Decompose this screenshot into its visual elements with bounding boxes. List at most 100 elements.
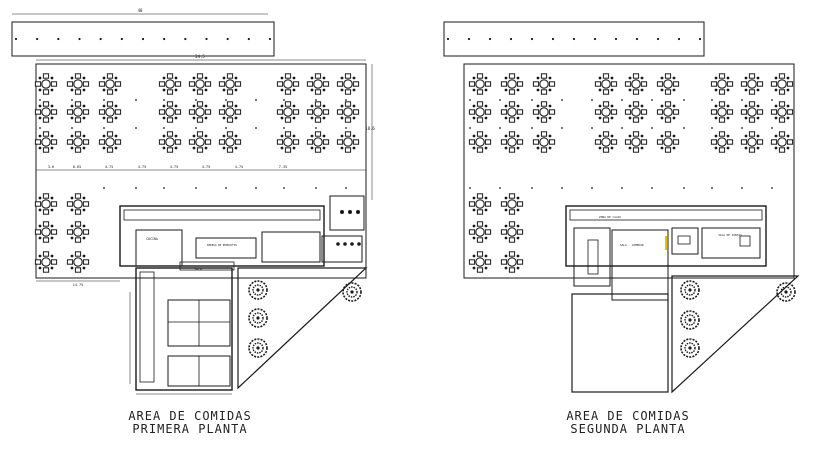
table-set	[158, 131, 182, 153]
fixture	[340, 210, 344, 214]
table-set	[34, 251, 58, 273]
dimension-label: 40	[138, 8, 143, 13]
table-set	[66, 131, 90, 153]
tree-symbol	[680, 338, 700, 358]
roof-strip	[11, 21, 275, 57]
table-set	[98, 101, 122, 123]
column-mark	[572, 37, 576, 41]
tree-symbol	[248, 280, 268, 300]
column-mark	[315, 187, 317, 189]
column-mark	[651, 127, 653, 129]
column-mark	[225, 127, 227, 129]
table-set	[656, 101, 680, 123]
column-mark	[771, 187, 773, 189]
table-set	[770, 101, 794, 123]
table-set	[158, 73, 182, 95]
table-set	[624, 131, 648, 153]
tree-symbol	[776, 282, 796, 302]
table-set	[500, 221, 524, 243]
column-mark	[345, 127, 347, 129]
table-set	[66, 73, 90, 95]
column-mark	[283, 99, 285, 101]
table-set	[500, 73, 524, 95]
room-label-cocina: COCINA	[146, 237, 158, 241]
column-mark	[741, 99, 743, 101]
column-mark	[531, 187, 533, 189]
room-label-juntas: SALA DE JUNTAS	[718, 233, 742, 237]
table-set	[468, 193, 492, 215]
table-set	[594, 73, 618, 95]
lower-area	[571, 293, 669, 393]
column-mark	[771, 127, 773, 129]
dimension-label: 4.75	[170, 165, 178, 169]
dimension-label: 8.65	[73, 165, 81, 169]
lower-wing	[135, 267, 233, 391]
column-mark	[656, 37, 660, 41]
fixture	[336, 242, 340, 246]
dimension-label: 3.6	[48, 165, 54, 169]
caption-title: AREA DE COMIDAS	[566, 409, 690, 423]
column-mark	[268, 37, 272, 41]
column-mark	[591, 99, 593, 101]
table-set	[740, 101, 764, 123]
tree-symbol	[248, 308, 268, 328]
column-mark	[591, 187, 593, 189]
column-mark	[741, 187, 743, 189]
column-mark	[651, 99, 653, 101]
tree-symbol	[680, 280, 700, 300]
table-set	[276, 131, 300, 153]
table-set	[500, 193, 524, 215]
column-mark	[677, 37, 681, 41]
corridor	[139, 271, 155, 383]
column-mark	[195, 187, 197, 189]
column-mark	[591, 127, 593, 129]
table-set	[594, 131, 618, 153]
column-mark	[195, 99, 197, 101]
column-mark	[499, 187, 501, 189]
column-mark	[499, 99, 501, 101]
room-label-bodega: BODEGA DE PRODUCTOS	[207, 243, 237, 247]
table-set	[468, 101, 492, 123]
table-set	[218, 73, 242, 95]
counter	[569, 209, 763, 221]
table-set	[158, 101, 182, 123]
table-set	[770, 73, 794, 95]
column-mark	[614, 37, 618, 41]
office-right	[701, 227, 761, 259]
fixture	[348, 210, 352, 214]
table-set	[710, 131, 734, 153]
table-set	[468, 73, 492, 95]
column-mark	[184, 37, 187, 41]
garden-triangle	[671, 275, 800, 394]
desk	[677, 235, 691, 245]
column-mark	[531, 127, 533, 129]
counter	[123, 209, 321, 221]
table-set	[740, 131, 764, 153]
table-set	[468, 131, 492, 153]
column-mark	[315, 99, 317, 101]
column-mark	[683, 127, 685, 129]
table-set	[34, 193, 58, 215]
table-set	[532, 73, 556, 95]
table-set	[500, 131, 524, 153]
column-mark	[163, 99, 165, 101]
table-set	[98, 73, 122, 95]
table-set	[188, 131, 212, 153]
column-mark	[71, 127, 73, 129]
table-set	[306, 101, 330, 123]
column-mark	[698, 37, 702, 41]
column-mark	[621, 187, 623, 189]
tree-symbol	[680, 310, 700, 330]
column-mark	[225, 99, 227, 101]
tree-symbol	[248, 338, 268, 358]
table-set	[276, 101, 300, 123]
room-label-sala: SALA	[194, 267, 202, 271]
service-block	[119, 205, 325, 267]
dining-hall-outline	[35, 63, 367, 279]
room-cocina	[135, 229, 183, 267]
column-mark	[561, 187, 563, 189]
column-mark	[683, 187, 685, 189]
column-mark	[283, 127, 285, 129]
dimension-label: 4.75	[105, 165, 113, 169]
column-mark	[255, 127, 257, 129]
